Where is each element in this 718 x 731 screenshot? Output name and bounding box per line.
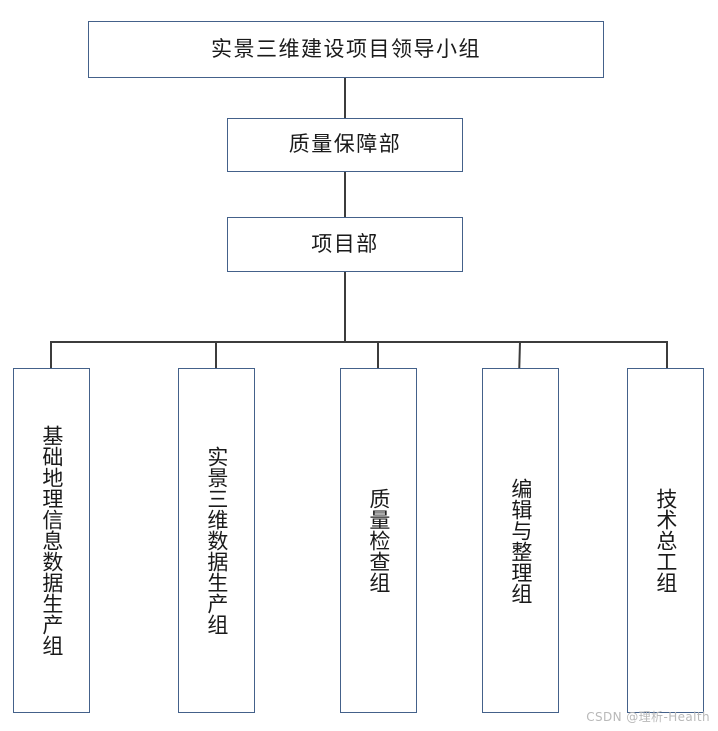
- node-editing-and-organizing-group: 编辑与整理组: [482, 368, 559, 713]
- node-editing-and-organizing-group-label: 编辑与整理组: [508, 477, 533, 604]
- node-basic-geo-info-data-production-group-label: 基础地理信息数据生产组: [39, 425, 64, 656]
- node-leadership-group-label: 实景三维建设项目领导小组: [211, 36, 481, 61]
- node-quality-assurance-dept: 质量保障部: [227, 118, 463, 172]
- node-quality-inspection-group-label: 质量检查组: [366, 488, 391, 593]
- node-quality-assurance-dept-label: 质量保障部: [288, 132, 402, 157]
- node-leadership-group: 实景三维建设项目领导小组: [88, 21, 604, 78]
- connector-project-dept-to-bus: [344, 272, 346, 342]
- connector-drop-to-leaf-3: [518, 341, 521, 369]
- connector-horizontal-bus: [50, 341, 668, 343]
- node-project-dept: 项目部: [227, 217, 463, 272]
- node-project-dept-label: 项目部: [311, 231, 379, 256]
- connector-drop-to-leaf-0: [50, 342, 52, 368]
- node-technical-chief-engineer-group-label: 技术总工组: [653, 488, 678, 593]
- connector-drop-to-leaf-2: [377, 342, 379, 368]
- connector-quality-dept-to-project-dept: [344, 172, 346, 217]
- node-realistic-3d-data-production-group-label: 实景三维数据生产组: [204, 446, 229, 635]
- node-basic-geo-info-data-production-group: 基础地理信息数据生产组: [13, 368, 90, 713]
- connector-leadership-to-quality-dept: [344, 78, 346, 118]
- node-quality-inspection-group: 质量检查组: [340, 368, 417, 713]
- connector-drop-to-leaf-4: [666, 342, 668, 368]
- node-technical-chief-engineer-group: 技术总工组: [627, 368, 704, 713]
- connector-drop-to-leaf-1: [215, 342, 217, 368]
- node-realistic-3d-data-production-group: 实景三维数据生产组: [178, 368, 255, 713]
